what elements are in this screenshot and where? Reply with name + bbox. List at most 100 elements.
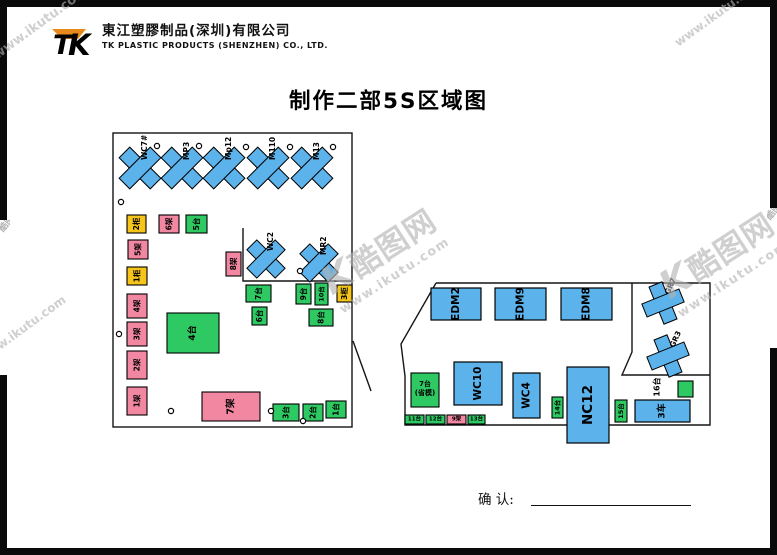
machine-label: EDM2 xyxy=(450,287,462,321)
area-box xyxy=(126,266,148,286)
area-box xyxy=(404,414,425,425)
area-box-label: 3柜 xyxy=(339,287,349,300)
machine-label: WC10 xyxy=(472,367,484,401)
area-box-label: 9台 xyxy=(298,287,308,300)
cross-bar xyxy=(202,146,246,190)
position-circle xyxy=(267,407,275,415)
tk-logo: T K xyxy=(52,28,93,59)
cross-bar xyxy=(290,146,334,190)
machine-cross xyxy=(160,146,204,190)
frame-right-watermark-window: 酷图网 xyxy=(767,208,777,348)
machine-cross xyxy=(246,146,290,190)
machine-cross xyxy=(290,146,334,190)
tk-logo-letter-t: T xyxy=(53,30,74,59)
cross-bar xyxy=(246,146,290,190)
area-box xyxy=(308,308,334,327)
area-box-label: 11台 xyxy=(408,415,422,423)
cross-bar xyxy=(641,288,685,318)
machine-label: M13 xyxy=(312,142,321,160)
area-box xyxy=(325,400,347,419)
machine-label: WC2 xyxy=(266,232,275,251)
area-box-label: 7台 xyxy=(253,287,263,300)
area-box-label: 5台 xyxy=(191,217,201,230)
area-box xyxy=(410,372,440,408)
zone-wall xyxy=(112,132,353,428)
zone-wall xyxy=(400,282,711,426)
zone-wall xyxy=(242,228,352,282)
area-box-label: 13台 xyxy=(470,415,484,423)
area-box xyxy=(126,293,148,319)
area-box-label: 10台 xyxy=(317,286,326,302)
area-box-label: 3架 xyxy=(132,327,142,340)
area-box-label: 1台 xyxy=(331,403,341,416)
area-box-label: 6架 xyxy=(164,217,174,230)
cross-bar xyxy=(160,146,204,190)
tk-logo-letter-k: K xyxy=(68,28,93,59)
machine-label: EDM8 xyxy=(581,287,593,321)
area-box xyxy=(126,386,148,416)
area-box xyxy=(126,350,148,380)
area-box xyxy=(166,312,220,354)
area-box xyxy=(245,284,272,303)
area-box xyxy=(336,284,353,303)
area-box xyxy=(677,380,694,398)
area-box-label: 2架 xyxy=(132,358,142,371)
area-box-label: 12台 xyxy=(429,415,443,423)
position-circle xyxy=(117,198,125,206)
position-circle xyxy=(329,143,337,151)
area-box-label: 8架 xyxy=(228,257,238,270)
area-box xyxy=(467,414,486,425)
confirm-label: 确 认: xyxy=(478,492,514,508)
machine-cross xyxy=(246,239,286,279)
machine-rect xyxy=(512,372,541,419)
area-box xyxy=(295,283,312,305)
area-box xyxy=(126,321,148,347)
area-box-label: 4架 xyxy=(132,299,142,312)
area-box-label: 15台 xyxy=(616,403,625,419)
area-box-label: 14台 xyxy=(553,399,562,415)
machine-label: EDM9 xyxy=(515,287,527,321)
position-circle xyxy=(299,417,307,425)
area-box xyxy=(225,251,242,277)
machine-cross xyxy=(299,243,339,283)
area-box-label: 3台 xyxy=(281,406,291,419)
machine-label: MR2 xyxy=(319,237,328,255)
cross-bar xyxy=(118,146,162,190)
position-circle xyxy=(115,330,123,338)
area-box-label: 9架 xyxy=(452,415,462,423)
area-box-label: 7台(省模) xyxy=(415,379,435,397)
cross-bar xyxy=(246,239,286,279)
position-circle xyxy=(153,142,161,150)
area-box-label: 8台 xyxy=(316,311,326,324)
plan-label: 16台 xyxy=(652,377,662,396)
header: T K 東江塑膠制品(深圳)有限公司 TK PLASTIC PRODUCTS (… xyxy=(52,23,328,59)
machine-cross xyxy=(118,146,162,190)
area-box xyxy=(425,414,446,425)
machine-cross xyxy=(202,146,246,190)
company-name-block: 東江塑膠制品(深圳)有限公司 TK PLASTIC PRODUCTS (SHEN… xyxy=(102,23,328,51)
machine-label: WC4 xyxy=(521,382,533,409)
machine-rect xyxy=(453,361,503,406)
area-box-label: 1架 xyxy=(132,394,142,407)
machine-label: MP3 xyxy=(182,142,191,160)
frame-bottom xyxy=(0,548,777,555)
machine-cross xyxy=(641,281,685,325)
machine-label: M110 xyxy=(268,137,277,160)
area-box xyxy=(201,391,261,422)
machine-cross xyxy=(646,334,690,378)
area-box xyxy=(302,403,324,422)
machine-rect xyxy=(494,287,547,321)
area-box xyxy=(127,239,149,260)
frame-top xyxy=(0,0,777,7)
position-circle xyxy=(195,142,203,150)
position-circle xyxy=(296,267,304,275)
machine-rect xyxy=(430,287,482,321)
cross-bar xyxy=(299,243,339,283)
machine-label: WC7# xyxy=(140,135,149,160)
page-title: 制作二部5S区域图 xyxy=(289,89,488,114)
area-box-label: 4台 xyxy=(186,325,198,340)
tk-logo-orange-shape xyxy=(52,29,86,39)
zone-wall xyxy=(620,283,710,376)
area-box xyxy=(551,396,564,419)
